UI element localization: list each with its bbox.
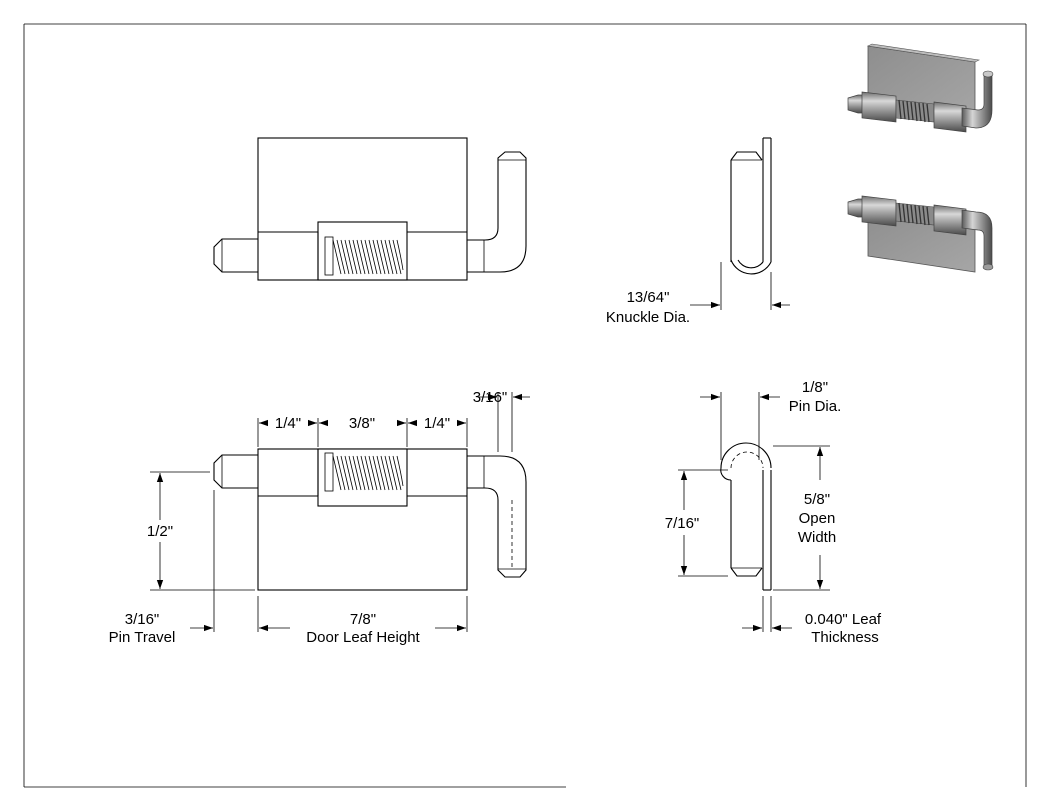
open-width-label-1: Open — [799, 510, 836, 527]
pin-travel-label: Pin Travel — [109, 629, 176, 646]
leaf-thickness-value: 0.040" Leaf — [805, 611, 882, 628]
side-view-top — [690, 137, 790, 310]
leaf-quarter-right-dim: 1/4" — [424, 415, 450, 432]
pin-travel-value: 3/16" — [125, 611, 160, 628]
side-view-bottom — [678, 392, 830, 632]
open-width-label-2: Width — [798, 529, 836, 546]
door-leaf-height-value: 7/8" — [350, 611, 376, 628]
isometric-view-top — [847, 43, 994, 133]
spring-length-dim: 3/8" — [349, 415, 375, 432]
sheet-border — [23, 23, 1027, 788]
handle-offset-dim: 3/16" — [473, 389, 508, 406]
leaf-thickness-label: Thickness — [811, 629, 879, 646]
pin-dia-label: Pin Dia. — [789, 398, 842, 415]
knuckle-dia-label: Knuckle Dia. — [606, 309, 690, 326]
isometric-view-bottom — [847, 195, 994, 273]
leaf-quarter-left-dim: 1/4" — [275, 415, 301, 432]
front-view-top — [213, 137, 527, 281]
height-half-dim: 1/2" — [147, 523, 173, 540]
pin-dia-value: 1/8" — [802, 379, 828, 396]
inner-height-dim: 7/16" — [665, 515, 700, 532]
front-view-bottom — [150, 392, 530, 632]
door-leaf-height-label: Door Leaf Height — [306, 629, 420, 646]
knuckle-dia-value: 13/64" — [627, 289, 670, 306]
open-width-value: 5/8" — [804, 491, 830, 508]
